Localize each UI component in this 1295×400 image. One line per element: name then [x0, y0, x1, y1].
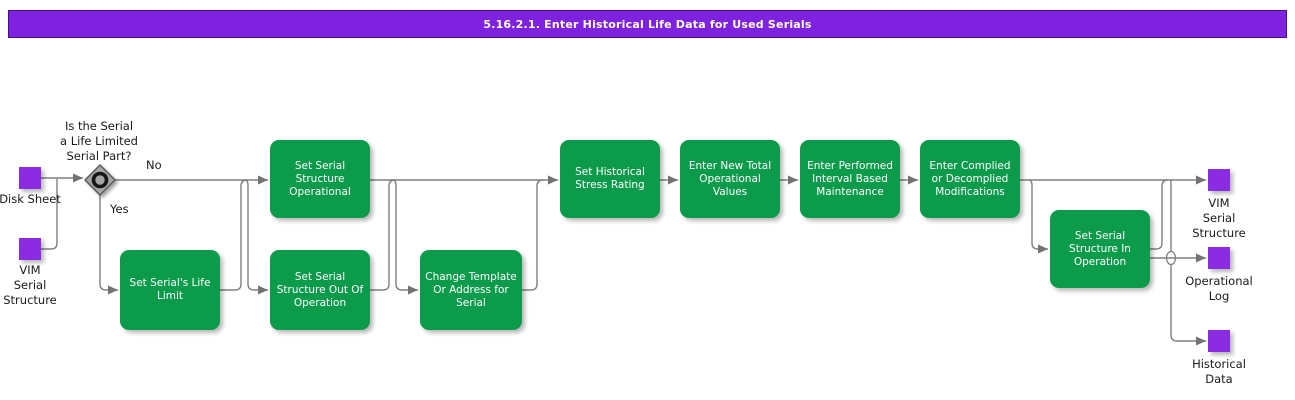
- activity-enter-new-total-operational-values: Enter New Total Operational Values: [680, 140, 780, 218]
- datastore-historical-data-icon: [1208, 330, 1230, 352]
- datastore-disk-sheet-icon: [19, 167, 41, 189]
- datastore-operational-log-label: Operational Log: [1185, 274, 1253, 303]
- activity-enter-complied-modifications: Enter Complied or Decomplied Modificatio…: [920, 140, 1020, 218]
- diagram-title-banner: 5.16.2.1. Enter Historical Life Data for…: [8, 10, 1287, 38]
- edge-inop-merge: [1150, 179, 1169, 250]
- datastore-historical-data-label: Historical Data: [1192, 357, 1246, 386]
- decision-ring-icon: [91, 171, 109, 189]
- edge-split-changetpl: [392, 179, 418, 295]
- edge-vim-merge: [40, 179, 58, 250]
- edge-split-inop: [1028, 179, 1048, 254]
- datastore-vim-serial-structure-in-label: VIM Serial Structure: [3, 263, 57, 307]
- activity-set-serial-structure-in-operation: Set Serial Structure In Operation: [1050, 210, 1150, 288]
- diagram-title: 5.16.2.1. Enter Historical Life Data for…: [483, 17, 812, 31]
- datastore-vim-serial-structure-out-label: VIM Serial Structure: [1192, 196, 1246, 240]
- activity-set-serial-structure-operational: Set Serial Structure Operational: [270, 140, 370, 218]
- decision-diamond: [84, 164, 116, 196]
- edge-changetpl-merge: [522, 179, 544, 291]
- branch-label-yes: Yes: [110, 202, 129, 216]
- datastore-vim-serial-structure-in-icon: [19, 238, 41, 260]
- activity-set-historical-stress-rating: Set Historical Stress Rating: [560, 140, 660, 218]
- branch-label-no: No: [146, 158, 162, 172]
- datastore-operational-log-icon: [1208, 247, 1230, 269]
- line-hop: [1165, 250, 1177, 266]
- decision-question: Is the Serial a Life Limited Serial Part…: [60, 119, 138, 163]
- edge-lifelimit-merge: [220, 179, 248, 291]
- datastore-vim-serial-structure-out-icon: [1208, 169, 1230, 191]
- activity-change-template-or-address: Change Template Or Address for Serial: [420, 250, 522, 330]
- edge-outofop-merge: [370, 179, 396, 291]
- datastore-disk-sheet-label: Disk Sheet: [0, 192, 61, 206]
- activity-enter-performed-interval-maintenance: Enter Performed Interval Based Maintenan…: [800, 140, 900, 218]
- edge-split-outofop: [244, 179, 268, 295]
- activity-set-serial-structure-out-of-operation: Set Serial Structure Out Of Operation: [270, 250, 370, 330]
- activity-set-serials-life-limit: Set Serial's Life Limit: [120, 250, 220, 330]
